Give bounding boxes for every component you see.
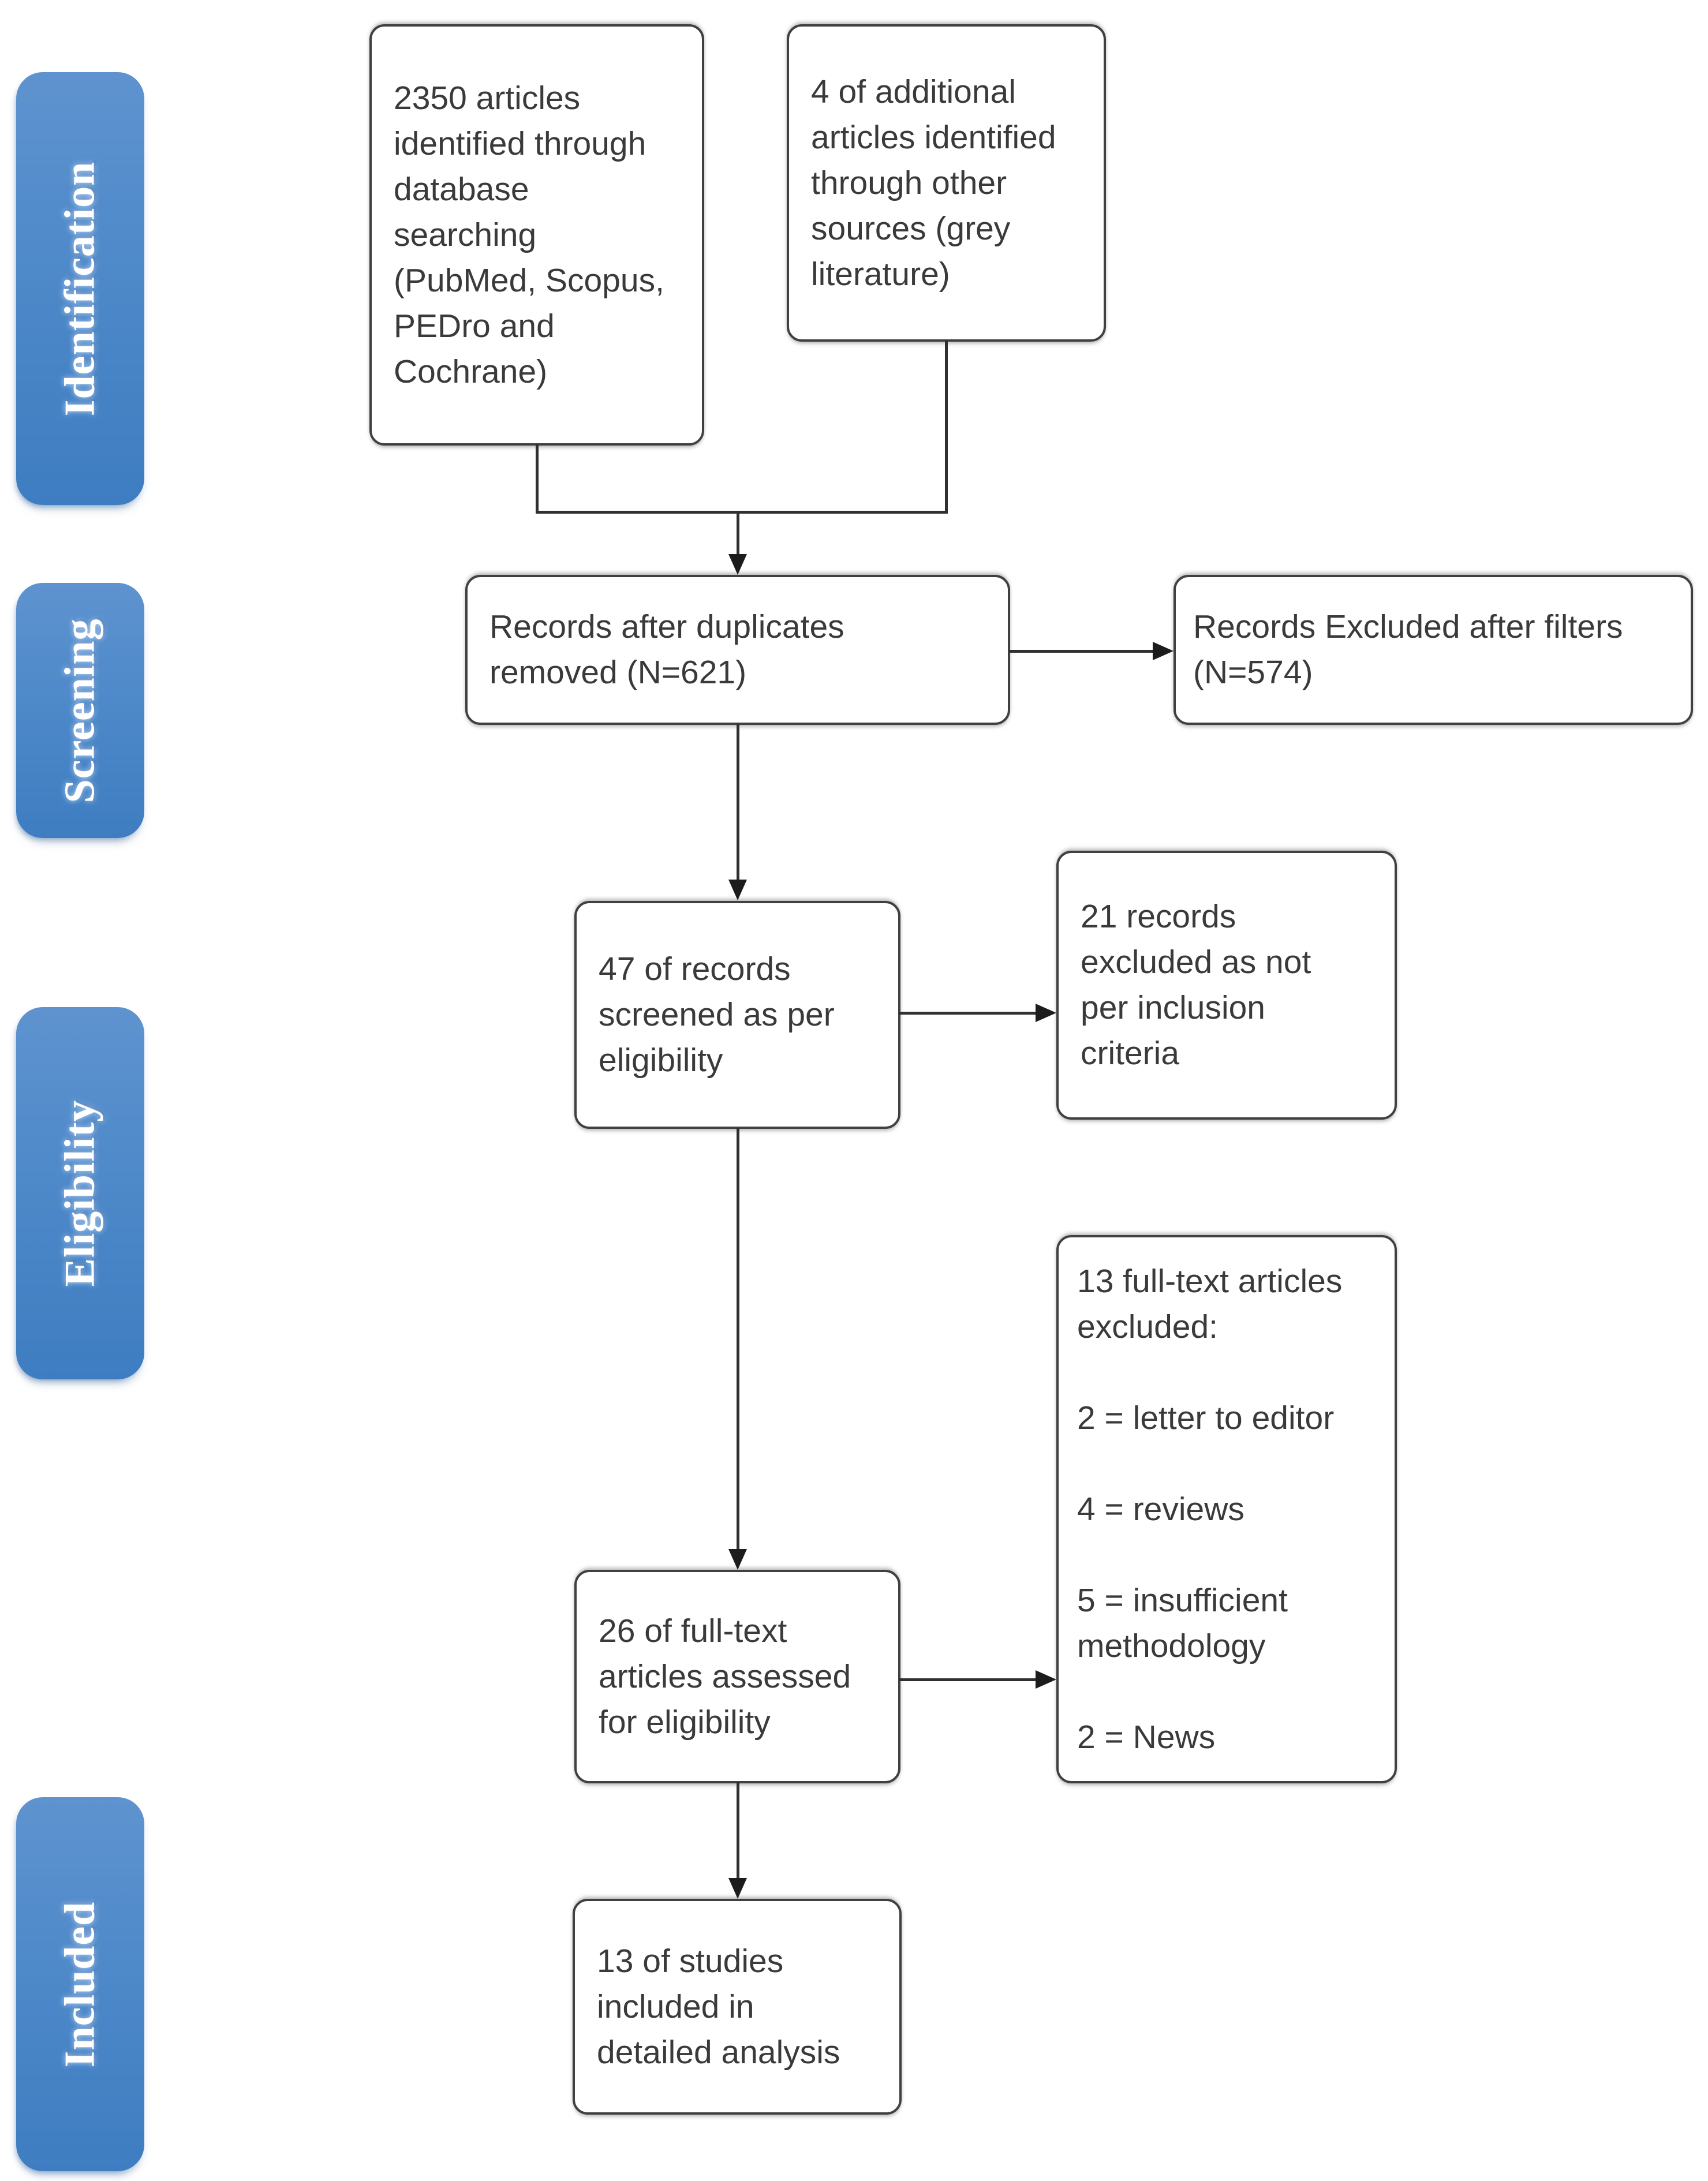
stage-label-identification-text: Identification xyxy=(56,161,104,416)
connector-fulltext-to-included xyxy=(737,1782,739,1879)
connector-other-sources-down xyxy=(945,341,948,514)
text-line: (N=574) xyxy=(1193,654,1313,691)
connector-db-search-down xyxy=(536,444,539,514)
arrowhead-into-fulltext-icon xyxy=(728,1549,747,1570)
text-line: 2 = letter to editor xyxy=(1077,1399,1335,1436)
connector-duplicates-to-excluded-filters xyxy=(1009,650,1154,653)
text-line: included in xyxy=(597,1988,754,2025)
stage-label-included: Included xyxy=(16,1797,144,2171)
connector-merge-to-duplicates xyxy=(737,511,739,556)
text-line xyxy=(1077,1441,1389,1487)
text-line: detailed analysis xyxy=(597,2033,840,2071)
text-line: 4 of additional xyxy=(811,73,1016,110)
text-line: excluded as not xyxy=(1081,944,1311,981)
text-line: searching xyxy=(394,216,537,253)
text-line: identified through xyxy=(394,125,646,162)
box-records-identified-database: 2350 articles identified through database s… xyxy=(369,24,704,446)
text-line: 5 = insufficient xyxy=(1077,1581,1288,1619)
stage-label-screening-text: Screening xyxy=(56,618,104,803)
text-line: per inclusion xyxy=(1081,989,1266,1026)
text-line: 21 records xyxy=(1081,898,1236,935)
stage-label-eligibility: Eligibility xyxy=(16,1007,144,1379)
text-line xyxy=(1077,1350,1389,1396)
box-records-excluded-criteria: 21 records excluded as not per inclusion cr… xyxy=(1056,851,1397,1120)
text-line: articles identified xyxy=(811,118,1056,156)
connector-merge-bus xyxy=(536,511,948,514)
text-line: Cochrane) xyxy=(394,353,548,390)
connector-fulltext-to-fulltext-excluded xyxy=(899,1678,1038,1681)
text-line: 47 of records xyxy=(599,951,791,987)
text-line: Records after duplicates xyxy=(489,608,844,645)
text-line: removed (N=621) xyxy=(489,654,747,691)
text-line: eligibility xyxy=(599,1042,723,1079)
stage-label-screening: Screening xyxy=(16,583,144,838)
text-line: for eligibility xyxy=(599,1703,771,1741)
arrowhead-into-screened-icon xyxy=(728,880,747,900)
connector-screened-to-excluded-criteria xyxy=(899,1012,1038,1015)
text-line: PEDro and xyxy=(394,307,555,345)
text-line: (PubMed, Scopus, xyxy=(394,261,664,299)
text-line: 26 of full-text xyxy=(599,1612,787,1649)
text-line: through other xyxy=(811,164,1007,201)
connector-screened-to-fulltext xyxy=(737,1128,739,1550)
text-line: methodology xyxy=(1077,1627,1266,1664)
box-records-other-sources: 4 of additional articles identified throug… xyxy=(787,24,1106,342)
connector-duplicates-to-screened xyxy=(737,724,739,881)
text-line: 13 of studies xyxy=(597,1942,784,1980)
arrowhead-into-excluded-filters-icon xyxy=(1153,642,1173,660)
text-line: Records Excluded after filters xyxy=(1193,608,1623,645)
arrowhead-into-excluded-criteria-icon xyxy=(1036,1004,1056,1022)
text-line: criteria xyxy=(1081,1035,1180,1072)
box-fulltext-assessed: 26 of full-text articles assessed for elig… xyxy=(574,1570,900,1783)
text-line: 4 = reviews xyxy=(1077,1490,1244,1528)
text-line: articles assessed xyxy=(599,1658,851,1695)
arrowhead-into-duplicates-icon xyxy=(728,554,747,575)
arrowhead-into-fulltext-excluded-icon xyxy=(1036,1670,1056,1689)
text-line: sources (grey xyxy=(811,210,1011,247)
text-line: excluded: xyxy=(1077,1308,1219,1345)
stage-label-included-text: Included xyxy=(56,1901,104,2067)
text-line: database xyxy=(394,170,529,208)
text-line: screened as per xyxy=(599,996,835,1033)
text-line: 2350 articles xyxy=(394,79,581,117)
text-line xyxy=(1077,1532,1389,1578)
text-line: literature) xyxy=(811,255,950,293)
text-line: 2 = News xyxy=(1077,1718,1216,1756)
box-studies-included: 13 of studies included in detailed analysi… xyxy=(573,1899,902,2115)
box-records-after-duplicates: Records after duplicates removed (N=621) xyxy=(465,575,1010,725)
text-line: 13 full-text articles xyxy=(1077,1262,1343,1300)
box-fulltext-excluded: 13 full-text articles excluded: 2 = letter… xyxy=(1056,1235,1397,1783)
box-records-screened: 47 of records screened as per eligibility xyxy=(574,901,900,1129)
box-records-excluded-filters: Records Excluded after filters (N=574) xyxy=(1173,575,1693,725)
stage-label-identification: Identification xyxy=(16,72,144,505)
text-line xyxy=(1077,1669,1389,1715)
arrowhead-into-included-icon xyxy=(728,1878,747,1899)
stage-label-eligibility-text: Eligibility xyxy=(56,1099,104,1287)
